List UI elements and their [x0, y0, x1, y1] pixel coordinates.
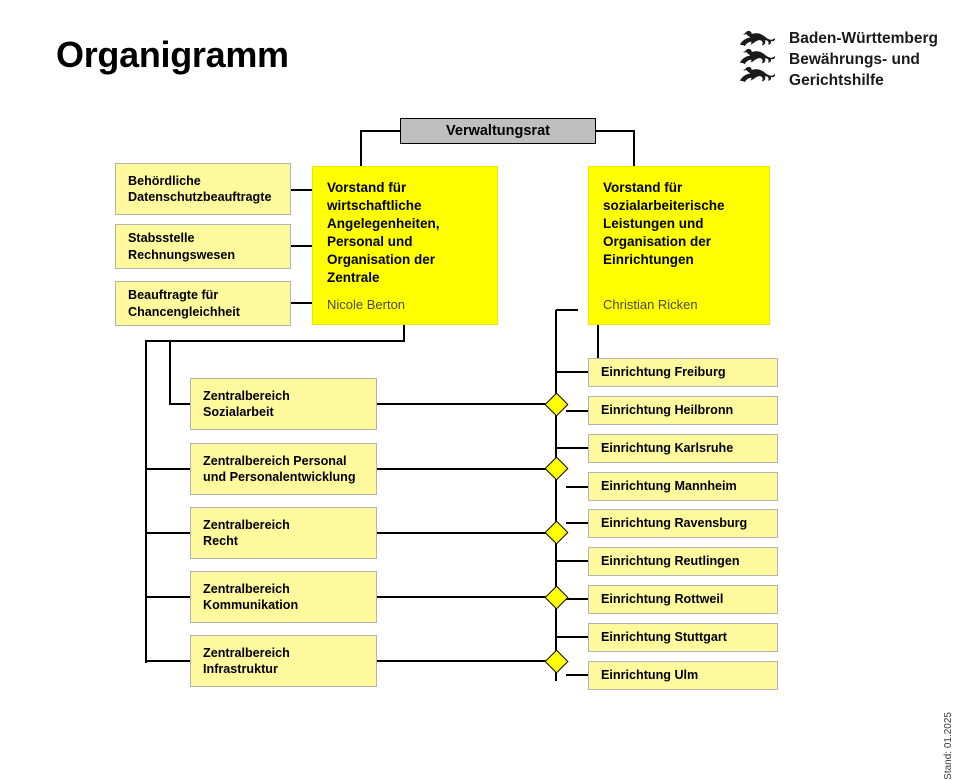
einrichtung-label-2: Einrichtung Heilbronn [601, 403, 734, 418]
three-lions-crest-icon [737, 28, 779, 83]
stand-date-label: Stand: 01.2025 [943, 712, 954, 780]
verwaltungsrat-label: Verwaltungsrat [446, 122, 550, 139]
node-zentralbereich-recht[interactable]: Zentralbereich Recht [190, 507, 377, 559]
junction-diamond-1[interactable] [544, 392, 569, 417]
node-zentralbereich-sozialarbeit[interactable]: Zentralbereich Sozialarbeit [190, 378, 377, 430]
node-stabsstelle-rechnungswesen[interactable]: Stabsstelle Rechnungswesen [115, 224, 291, 269]
node-vorstand-wirtschaft[interactable]: Vorstand für wirtschaftliche Angelegenhe… [312, 166, 498, 325]
node-einrichtung-freiburg[interactable]: Einrichtung Freiburg [588, 358, 778, 387]
einrichtung-label-8: Einrichtung Stuttgart [601, 630, 727, 645]
board-person-2: Christian Ricken [603, 297, 698, 312]
board-person-1: Nicole Berton [327, 297, 406, 312]
logo-text: Baden-Württemberg Bewährungs- und Gerich… [789, 28, 938, 91]
node-beauftragte-chancengleichheit[interactable]: Beauftragte für Chancengleichheit [115, 281, 291, 326]
logo-line-3: Gerichtshilfe [789, 72, 884, 90]
node-einrichtung-heilbronn[interactable]: Einrichtung Heilbronn [588, 396, 778, 425]
zentralbereich-label-2: Zentralbereich Personal und Personalentw… [203, 453, 356, 484]
wire-crossover-elbow [554, 310, 588, 374]
node-einrichtung-stuttgart[interactable]: Einrichtung Stuttgart [588, 623, 778, 652]
node-vorstand-sozialarbeit[interactable]: Vorstand für sozialarbeiterische Leistun… [588, 166, 770, 325]
connector-lines [144, 129, 636, 681]
node-einrichtung-karlsruhe[interactable]: Einrichtung Karlsruhe [588, 434, 778, 463]
junction-diamond-3[interactable] [544, 520, 569, 545]
node-einrichtung-reutlingen[interactable]: Einrichtung Reutlingen [588, 547, 778, 576]
zentralbereich-label-4: Zentralbereich Kommunikation [203, 581, 299, 612]
wire-council-to-board-left [359, 129, 400, 166]
staff-label-1: Behördliche Datenschutzbeauftragte [128, 173, 272, 204]
zentralbereich-label-1: Zentralbereich Sozialarbeit [203, 388, 290, 419]
node-einrichtung-rottweil[interactable]: Einrichtung Rottweil [588, 585, 778, 614]
node-zentralbereich-kommunikation[interactable]: Zentralbereich Kommunikation [190, 571, 377, 623]
baden-wuerttemberg-logo: Baden-Württemberg Bewährungs- und Gerich… [737, 28, 938, 91]
logo-line-1: Baden-Württemberg [789, 30, 938, 47]
wire-council-to-board-right [595, 129, 636, 166]
einrichtung-label-6: Einrichtung Reutlingen [601, 554, 740, 569]
einrichtung-label-1: Einrichtung Freiburg [601, 365, 726, 380]
logo-line-2: Bewährungs- und [789, 51, 920, 69]
staff-label-3: Beauftragte für Chancengleichheit [128, 288, 240, 319]
zentralbereich-label-5: Zentralbereich Infrastruktur [203, 645, 290, 676]
einrichtung-label-3: Einrichtung Karlsruhe [601, 441, 734, 456]
einrichtung-label-5: Einrichtung Ravensburg [601, 516, 748, 531]
node-verwaltungsrat[interactable]: Verwaltungsrat [400, 118, 596, 144]
einrichtung-label-4: Einrichtung Mannheim [601, 479, 737, 494]
page-title: Organigramm [56, 34, 289, 75]
node-zentralbereich-personal[interactable]: Zentralbereich Personal und Personalentw… [190, 443, 377, 495]
junction-diamond-5[interactable] [544, 649, 569, 674]
lion-icon [740, 66, 776, 83]
node-zentralbereich-infrastruktur[interactable]: Zentralbereich Infrastruktur [190, 635, 377, 687]
wire-rail-to-zb-1 [168, 341, 190, 406]
zentralbereich-label-3: Zentralbereich Recht [203, 517, 290, 548]
junction-diamond-2[interactable] [544, 456, 569, 481]
staff-label-2: Stabsstelle Rechnungswesen [128, 231, 236, 262]
organigramm-canvas: Organigramm Baden-Württemberg Bewährungs… [56, 28, 954, 780]
node-einrichtung-ulm[interactable]: Einrichtung Ulm [588, 661, 778, 690]
lion-icon [740, 30, 776, 47]
lion-icon [740, 48, 776, 65]
node-einrichtung-mannheim[interactable]: Einrichtung Mannheim [588, 472, 778, 501]
einrichtung-label-9: Einrichtung Ulm [601, 668, 699, 683]
einrichtung-label-7: Einrichtung Rottweil [601, 592, 724, 607]
node-datenschutzbeauftragte[interactable]: Behördliche Datenschutzbeauftragte [115, 163, 291, 215]
board-title-1: Vorstand für wirtschaftliche Angelegenhe… [327, 180, 440, 285]
node-einrichtung-ravensburg[interactable]: Einrichtung Ravensburg [588, 509, 778, 538]
junction-diamond-4[interactable] [544, 585, 569, 610]
board-title-2: Vorstand für sozialarbeiterische Leistun… [603, 180, 725, 267]
